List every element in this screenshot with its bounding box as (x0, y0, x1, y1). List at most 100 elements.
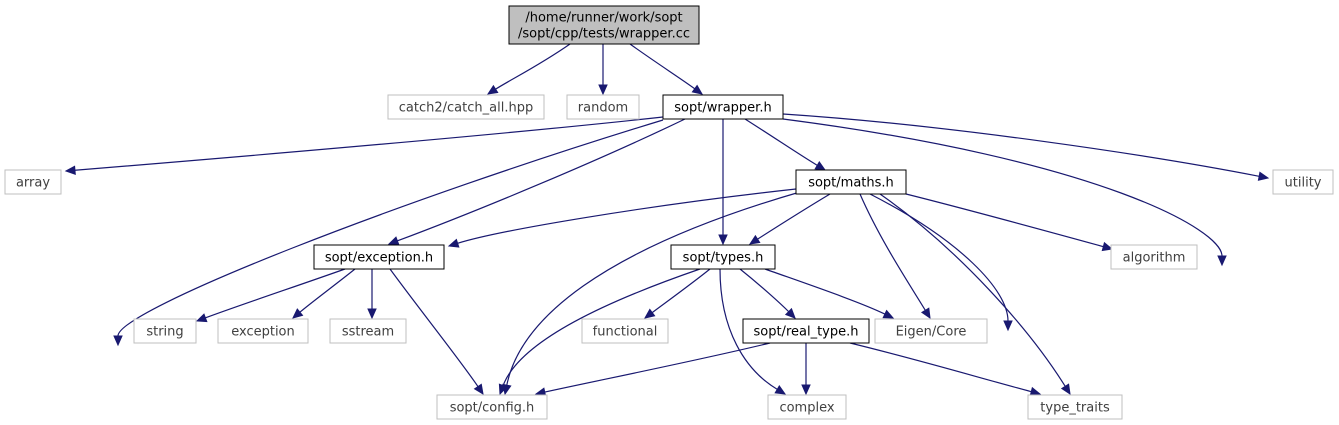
edge-maths-exception (447, 188, 797, 248)
node-label: type_traits (1040, 401, 1110, 416)
node-box (1272, 169, 1334, 195)
edge-line (299, 268, 356, 313)
edge-arrowhead (387, 236, 400, 246)
node-algorithm: algorithm (1110, 244, 1198, 270)
node-complex: complex (767, 394, 847, 420)
node-box (313, 244, 445, 270)
edge-root-catch2 (486, 43, 571, 95)
node-box (508, 5, 700, 45)
node-box (795, 169, 907, 195)
edge-arrowhead (367, 308, 377, 320)
nodes-layer: /home/runner/work/sopt/sopt/cpp/tests/wr… (4, 5, 1334, 420)
edge-maths-complex (869, 193, 1013, 332)
edge-root-random (598, 44, 608, 96)
node-label: /home/runner/work/sopt (525, 11, 682, 26)
node-exc: exception (217, 318, 309, 344)
edge-exception-string (195, 268, 346, 323)
node-label: sopt/exception.h (325, 251, 433, 266)
node-box (217, 318, 309, 344)
node-label: random (578, 101, 628, 116)
edge-arrowhead (801, 384, 811, 396)
node-label: string (146, 325, 183, 340)
node-box (581, 318, 669, 344)
edge-realtype-typetraits (849, 342, 1042, 397)
node-root[interactable]: /home/runner/work/sopt/sopt/cpp/tests/wr… (508, 5, 700, 45)
edge-types-complex (719, 268, 787, 395)
edge-line (849, 342, 1032, 393)
node-label: algorithm (1123, 251, 1186, 266)
edge-arrowhead (598, 84, 608, 96)
edge-maths-algorithm (905, 193, 1114, 252)
edge-line (544, 342, 771, 393)
edge-line (905, 193, 1104, 248)
edge-line (757, 193, 831, 240)
edge-line (457, 188, 797, 244)
edge-types-realtype (739, 268, 796, 319)
node-label: sopt/wrapper.h (674, 101, 771, 116)
edge-arrowhead (473, 383, 484, 396)
node-random: random (566, 94, 640, 120)
node-wrapper[interactable]: sopt/wrapper.h (662, 94, 784, 120)
edge-maths-eigen (859, 193, 931, 320)
node-label: utility (1285, 176, 1322, 191)
edge-arrowhead (1217, 255, 1227, 267)
edge-arrowhead (691, 84, 703, 95)
edge-line (782, 118, 1223, 257)
node-config: sopt/config.h (436, 394, 548, 420)
edge-arrowhead (644, 308, 656, 319)
edge-exception-sstream (367, 269, 377, 320)
edge-line (859, 193, 926, 311)
node-types[interactable]: sopt/types.h (670, 244, 776, 270)
node-label: exception (231, 325, 295, 340)
edge-types-functional (644, 268, 711, 319)
edge-wrapper-exception (387, 118, 686, 246)
node-box (670, 244, 776, 270)
node-box (767, 394, 847, 420)
node-box (133, 318, 197, 344)
node-label: catch2/catch_all.hpp (399, 101, 533, 116)
edge-line (782, 113, 1260, 177)
node-eigen: Eigen/Core (874, 318, 988, 344)
edge-arrowhead (292, 308, 304, 319)
edge-exception-config (389, 268, 484, 396)
node-box (436, 394, 548, 420)
edge-types-config (498, 268, 701, 396)
edge-maths-typetraits (879, 193, 1071, 396)
node-box (566, 94, 640, 120)
edge-root-wrapper (629, 43, 703, 95)
node-typetraits: type_traits (1027, 394, 1123, 420)
edge-types-eigen (764, 268, 895, 319)
edge-realtype-complex (801, 343, 811, 396)
edge-maths-config (502, 191, 801, 396)
edge-line (764, 268, 886, 315)
node-label: /sopt/cpp/tests/wrapper.cc (518, 27, 690, 42)
edge-line (205, 268, 346, 319)
edge-line (719, 268, 778, 390)
node-box (329, 318, 407, 344)
node-realtype[interactable]: sopt/real_type.h (742, 318, 870, 344)
edge-line (744, 118, 818, 166)
node-array: array (4, 169, 62, 195)
node-maths[interactable]: sopt/maths.h (795, 169, 907, 195)
node-label: functional (593, 325, 658, 340)
edge-arrowhead (882, 309, 895, 319)
node-box (4, 169, 62, 195)
node-catch2: catch2/catch_all.hpp (387, 94, 545, 120)
edge-wrapper-typetraits (782, 118, 1227, 267)
node-label: sstream (342, 325, 394, 340)
node-label: sopt/config.h (450, 401, 535, 416)
edge-line (506, 191, 801, 386)
node-box (874, 318, 988, 344)
node-functional: functional (581, 318, 669, 344)
node-exception[interactable]: sopt/exception.h (313, 244, 445, 270)
edge-arrowhead (1257, 171, 1270, 181)
edge-arrowhead (784, 307, 796, 319)
node-label: sopt/types.h (683, 251, 764, 266)
node-box (387, 94, 545, 120)
edge-arrowhead (814, 160, 827, 171)
edge-arrowhead (1003, 320, 1013, 332)
node-sstream: sstream (329, 318, 407, 344)
edge-arrowhead (1029, 386, 1042, 397)
edge-line (74, 116, 664, 171)
node-box (1110, 244, 1198, 270)
